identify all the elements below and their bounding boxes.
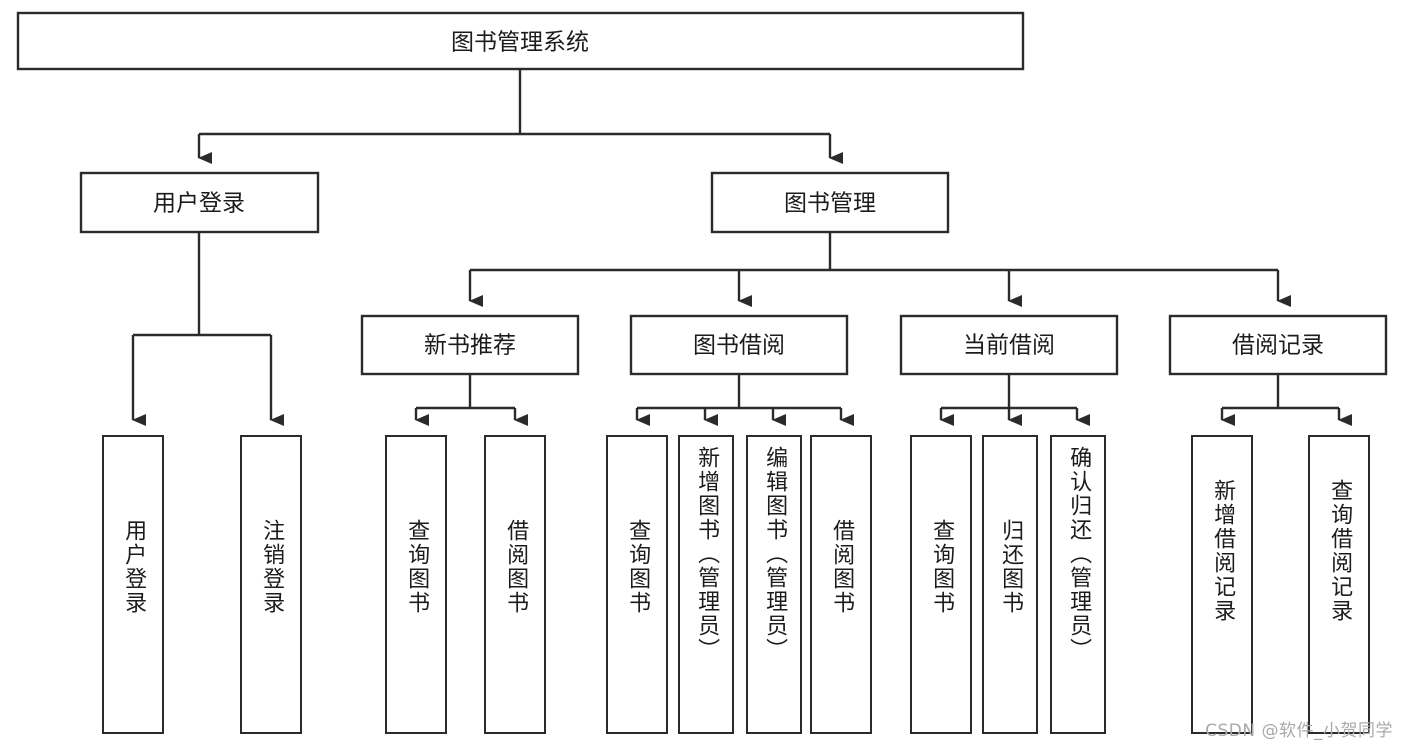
leaf-label-user-login: 用户登录 (121, 519, 147, 615)
leaf-label-borrow-book-2: 借阅图书 (829, 519, 855, 615)
node-user-login-label: 用户登录 (153, 191, 245, 217)
node-current-borrow-box[interactable] (899, 314, 1119, 376)
leaf-label-query-record: 查询借阅记录 (1327, 479, 1353, 623)
leaf-label-query-book-2: 查询图书 (625, 519, 651, 615)
node-root-box[interactable] (16, 11, 1025, 71)
leaf-label-edit-book: 编辑图书（管理员） (762, 446, 788, 662)
node-user-login-box[interactable] (79, 171, 320, 234)
leaf-node-query-book-3[interactable]: 查询图书 (910, 435, 972, 734)
leaf-label-query-book-1: 查询图书 (404, 519, 430, 615)
leaf-node-user-login[interactable]: 用户登录 (102, 435, 164, 734)
node-current-borrow-label: 当前借阅 (963, 333, 1055, 359)
node-new-book-rec-box[interactable] (360, 314, 580, 376)
leaf-node-return-book[interactable]: 归还图书 (982, 435, 1038, 734)
node-book-manage-label: 图书管理 (784, 191, 876, 217)
leaf-label-return-book: 归还图书 (998, 519, 1024, 615)
node-root-label: 图书管理系统 (451, 30, 589, 56)
node-new-book-rec-label: 新书推荐 (424, 333, 516, 359)
leaf-label-add-book: 新增图书（管理员） (694, 446, 720, 662)
leaf-label-user-logout: 注销登录 (259, 519, 285, 615)
node-borrow-record-box[interactable] (1168, 314, 1388, 376)
node-borrow-record-label: 借阅记录 (1232, 333, 1324, 359)
leaf-node-query-book-1[interactable]: 查询图书 (385, 435, 447, 734)
leaf-label-add-record: 新增借阅记录 (1210, 479, 1236, 623)
leaf-label-confirm-return: 确认归还（管理员） (1066, 446, 1092, 662)
leaf-node-borrow-book-1[interactable]: 借阅图书 (484, 435, 546, 734)
leaf-node-borrow-book-2[interactable]: 借阅图书 (810, 435, 872, 734)
leaf-node-add-record[interactable]: 新增借阅记录 (1191, 435, 1253, 734)
leaf-node-query-book-2[interactable]: 查询图书 (606, 435, 668, 734)
leaf-node-confirm-return[interactable]: 确认归还（管理员） (1050, 435, 1106, 734)
leaf-node-edit-book[interactable]: 编辑图书（管理员） (746, 435, 802, 734)
leaf-node-query-record[interactable]: 查询借阅记录 (1308, 435, 1370, 734)
leaf-label-borrow-book-1: 借阅图书 (503, 519, 529, 615)
node-book-borrow-box[interactable] (629, 314, 849, 376)
node-book-borrow-label: 图书借阅 (693, 333, 785, 359)
leaf-label-query-book-3: 查询图书 (929, 519, 955, 615)
leaf-node-add-book[interactable]: 新增图书（管理员） (678, 435, 734, 734)
leaf-node-user-logout[interactable]: 注销登录 (240, 435, 302, 734)
